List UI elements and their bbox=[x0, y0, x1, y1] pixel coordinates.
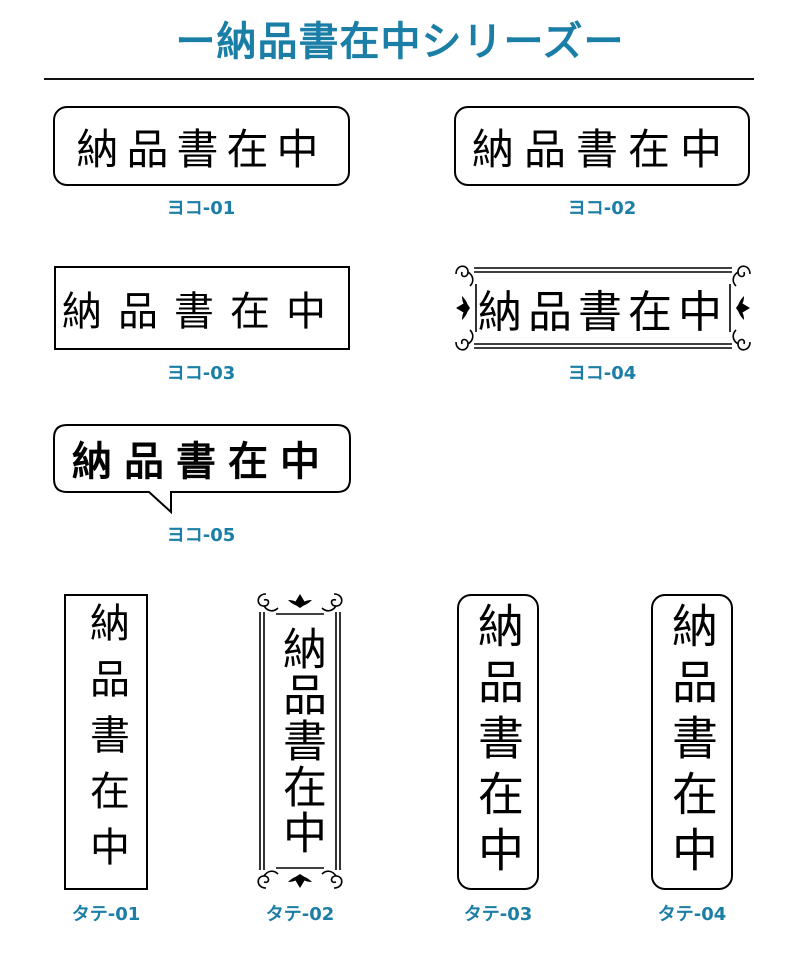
ornamental-frame-icon bbox=[455, 265, 751, 351]
stamp-text: 納品書在中 bbox=[665, 602, 719, 882]
page-title: ー納品書在中シリーズー bbox=[175, 19, 625, 65]
stamp-text: 納品書在中 bbox=[76, 124, 327, 174]
stamp-text: 納品書在中 bbox=[72, 439, 332, 485]
stamp-tate-02[interactable]: 納品書在中 bbox=[254, 590, 346, 892]
stamp-yoko-02[interactable]: 納品書在中 bbox=[454, 106, 750, 186]
stamp-text: 納品書在中 bbox=[62, 289, 342, 335]
stamp-yoko-05[interactable]: 納品書在中 bbox=[53, 424, 351, 516]
stamp-text: 納品書在中 bbox=[471, 124, 732, 174]
caption-yoko-02: ヨコ-02 bbox=[567, 198, 637, 219]
caption-yoko-01: ヨコ-01 bbox=[166, 198, 236, 219]
stamp-text: 納品書在中 bbox=[478, 287, 728, 338]
caption-tate-03: タテ-03 bbox=[463, 904, 533, 925]
stamp-tate-01[interactable]: 納品書在中 bbox=[64, 594, 148, 890]
caption-yoko-04: ヨコ-04 bbox=[567, 363, 637, 384]
stamp-yoko-01[interactable]: 納品書在中 bbox=[53, 106, 350, 186]
stamp-tate-04[interactable]: 納品書在中 bbox=[651, 594, 733, 890]
caption-tate-01: タテ-01 bbox=[71, 904, 141, 925]
stamp-text: 納品書在中 bbox=[275, 626, 326, 856]
stamp-text: 納品書在中 bbox=[471, 602, 525, 882]
caption-tate-02: タテ-02 bbox=[265, 904, 335, 925]
caption-yoko-03: ヨコ-03 bbox=[166, 363, 236, 384]
stamp-tate-03[interactable]: 納品書在中 bbox=[457, 594, 539, 890]
stamp-yoko-04[interactable]: 納品書在中 bbox=[452, 262, 754, 354]
ornamental-frame-icon bbox=[257, 593, 343, 889]
speech-bubble-icon bbox=[53, 424, 351, 515]
title-divider bbox=[44, 78, 754, 80]
stamp-text: 納品書在中 bbox=[83, 602, 129, 882]
caption-yoko-05: ヨコ-05 bbox=[166, 525, 236, 546]
caption-tate-04: タテ-04 bbox=[657, 904, 727, 925]
stamp-yoko-03[interactable]: 納品書在中 bbox=[54, 266, 350, 350]
